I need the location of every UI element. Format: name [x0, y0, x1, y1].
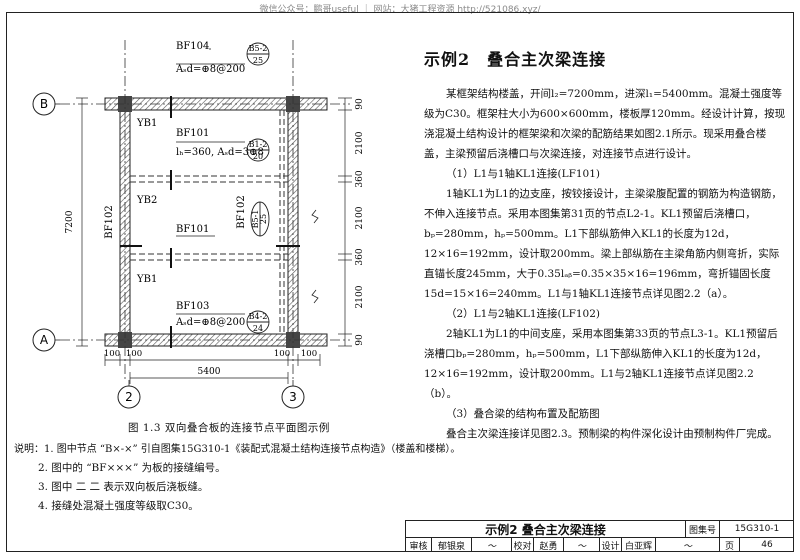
label-b52-bot: 25 — [253, 56, 263, 65]
item1-title: （1）L1与1轴KL1连接(LF101) — [446, 168, 601, 180]
tb-design-sign: ～ — [655, 537, 719, 552]
axis-B: B — [40, 97, 48, 111]
label-bf101b: BF101 — [176, 224, 209, 235]
tb-page-no: 46 — [739, 537, 794, 552]
tb-atlas-no: 15G310-1 — [719, 521, 794, 537]
notes: 说明：1. 图中节点 “B×-×” 引自图集15G310-1《装配式混凝土结构连… — [14, 440, 461, 516]
dim-bottom-total: 5400 — [198, 367, 221, 377]
dim-r4: 360 — [355, 248, 365, 265]
item2-title: （2）L1与2轴KL1连接(LF102) — [446, 308, 601, 320]
section-title: 示例2 叠合主次梁连接 — [424, 50, 607, 69]
dim-b0: 100 — [104, 349, 120, 359]
item1-text: 1轴KL1为L1的边支座，按铰接设计，主梁梁腹配置的钢筋为构造钢筋，不伸入连接节… — [424, 188, 782, 300]
tb-title: 示例2 叠合主次梁连接 — [405, 521, 685, 537]
tb-review-name: 郁银泉 — [431, 537, 471, 552]
figure-caption: 图 1.3 双向叠合板的连接节点平面图示例 — [128, 422, 330, 434]
tb-check-label: 校对 — [511, 537, 533, 552]
dim-left: 7200 — [65, 210, 75, 233]
label-bf103: BF103 — [176, 301, 209, 312]
intro-paragraph: 某框架结构楼盖，开间l₂=7200mm，进深l₁=5400mm。混凝土强度等级为… — [424, 88, 786, 160]
label-b42-bot: 24 — [253, 324, 263, 333]
beam-frame — [104, 96, 328, 348]
note-4: 4. 接缝处混凝土强度等级取C30。 — [38, 500, 199, 512]
dim-b1: 100 — [126, 349, 142, 359]
tb-atlas-label: 图集号 — [685, 521, 719, 537]
label-b51-top: B5-1 — [251, 210, 260, 229]
label-bf104-rebar: Aₛd=⊕8@200 — [175, 64, 245, 75]
dim-r5: 2100 — [355, 285, 365, 308]
label-b12-bot: 20 — [253, 152, 263, 161]
note-1: 说明：1. 图中节点 “B×-×” 引自图集15G310-1《装配式混凝土结构连… — [14, 444, 461, 455]
note-2: 2. 图中的 “BF×××” 为板的接缝编号。 — [38, 462, 226, 474]
label-bf101a: BF101 — [176, 128, 209, 139]
body-text: 某框架结构楼盖，开间l₂=7200mm，进深l₁=5400mm。混凝土强度等级为… — [424, 84, 786, 444]
drawing-frame — [6, 12, 794, 552]
tb-check-sign: ～ — [563, 537, 599, 552]
label-bf102-right: BF102 — [236, 195, 247, 228]
dim-r2: 360 — [355, 170, 365, 187]
dim-r0: 90 — [355, 98, 365, 110]
tb-page-label: 页 — [719, 537, 739, 552]
label-b42-top: B4-2 — [249, 312, 268, 321]
tb-design-label: 设计 — [599, 537, 621, 552]
dim-r1: 2100 — [355, 131, 365, 154]
item3-title: （3）叠合梁的结构布置及配筋图 — [446, 408, 600, 420]
label-b12-top: B1-2 — [249, 140, 268, 149]
axis-3: 3 — [289, 390, 297, 404]
label-b52-top: B5-2 — [249, 44, 268, 53]
label-bf103-rebar: Aₛd=⊕8@200 — [175, 317, 245, 328]
tb-design-name: 白亚辉 — [621, 537, 655, 552]
axis-A: A — [40, 333, 49, 347]
axis-2: 2 — [125, 390, 133, 404]
item3-text: 叠合主次梁连接详见图2.3。预制梁的构件深化设计由预制构件厂完成。 — [446, 428, 778, 440]
label-bf101a-rebar: lₕ=360, Aₛd=3⊕8 — [176, 147, 264, 158]
tb-review-sign: ～ — [471, 537, 511, 552]
dim-b2: 100 — [274, 349, 290, 359]
tb-review-label: 审核 — [405, 537, 431, 552]
label-bf102-left: BF102 — [104, 205, 115, 238]
label-bf104: BF104 — [176, 41, 209, 52]
title-block: 示例2 叠合主次梁连接 图集号 15G310-1 审核 郁银泉 ～ 校对 赵勇 … — [405, 520, 794, 552]
label-yb2: YB2 — [136, 195, 157, 206]
dim-b3: 100 — [301, 349, 317, 359]
label-b51-bot: 25 — [259, 214, 268, 224]
note-3: 3. 图中 二 二 表示双向板后浇板缝。 — [38, 481, 209, 493]
dim-r3: 2100 — [355, 206, 365, 229]
label-yb1-bot: YB1 — [136, 274, 157, 285]
dim-r6: 90 — [355, 334, 365, 346]
label-yb1-top: YB1 — [136, 118, 157, 129]
header-watermark: 微信公众号：鹏哥useful ｜ 网站：大猪工程资源 http://521086… — [259, 5, 541, 15]
tb-check-name: 赵勇 — [533, 537, 563, 552]
item2-text: 2轴KL1为L1的中间支座，采用本图集第33页的节点L3-1。KL1预留后浇槽口… — [424, 328, 778, 400]
